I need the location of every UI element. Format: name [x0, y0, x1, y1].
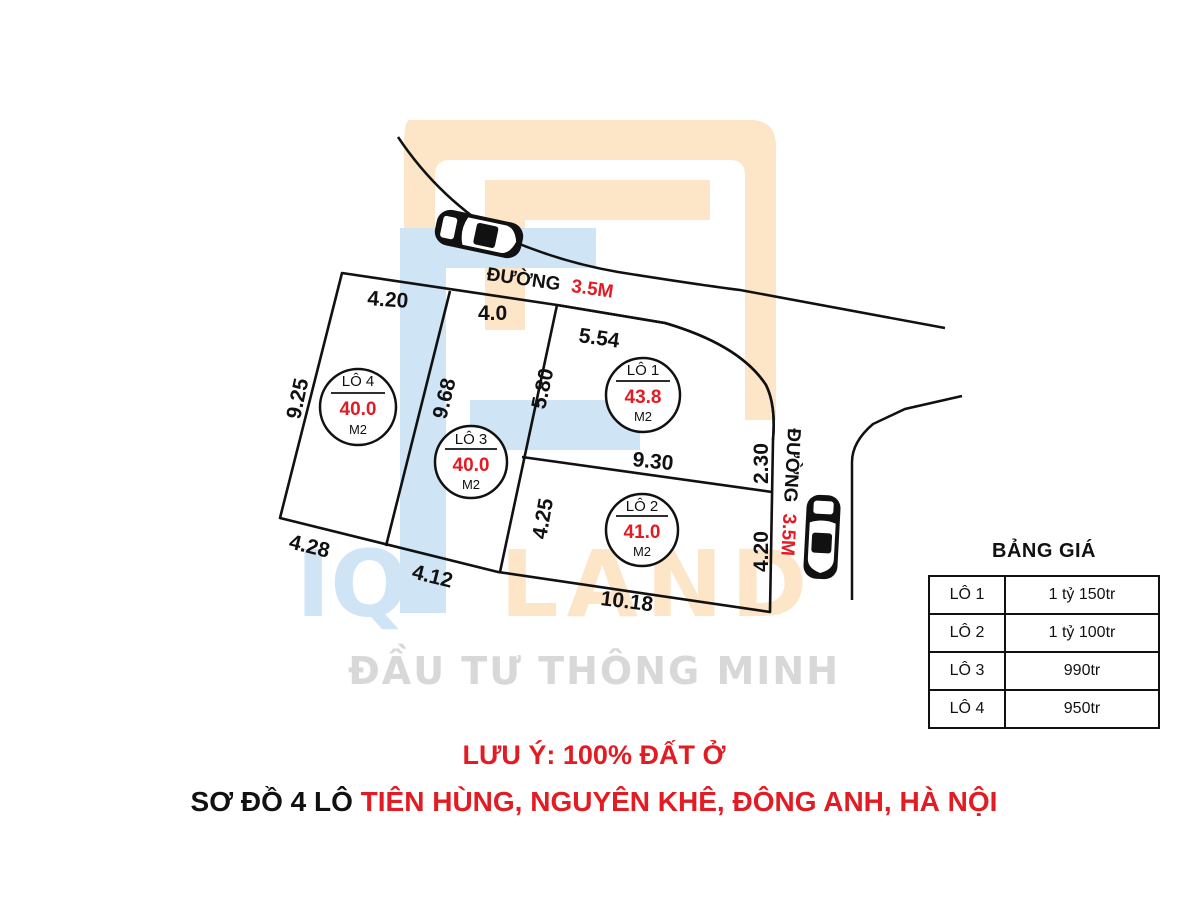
car-icon: [803, 494, 841, 580]
watermark-frame-orange: [404, 120, 776, 420]
dim-lot4-left: 9.25: [282, 376, 313, 421]
title-location: TIÊN HÙNG, NGUYÊN KHÊ, ĐÔNG ANH, HÀ NỘI: [360, 786, 998, 817]
price-value-cell: 990tr: [1004, 651, 1160, 691]
price-value-cell: 950tr: [1004, 689, 1160, 729]
dim-lot1-top: 5.54: [577, 324, 621, 353]
road-right-width: 3.5M: [776, 513, 799, 556]
price-value-cell: 1 tỷ 100tr: [1004, 613, 1160, 653]
table-row: LÔ 2 1 tỷ 100tr: [928, 613, 1160, 653]
table-row: LÔ 4 950tr: [928, 689, 1160, 729]
lot-badge-2: LÔ 2 41.0 M2: [604, 492, 680, 568]
lot-badge-3: LÔ 3 40.0 M2: [433, 424, 509, 500]
lot-4-unit: M2: [349, 422, 367, 437]
lot-1-unit: M2: [634, 409, 652, 424]
price-table-block: BẢNG GIÁ LÔ 1 1 tỷ 150tr LÔ 2 1 tỷ 100tr…: [928, 540, 1160, 729]
car-icon: [434, 209, 524, 259]
lot-1-name: LÔ 1: [627, 362, 660, 379]
lot-badge-1: LÔ 1 43.8 M2: [604, 356, 682, 434]
dim-lot2-right: 4.20: [750, 531, 773, 572]
road-top-upper-edge: [396, 136, 946, 330]
lot-3-unit: M2: [462, 477, 480, 492]
divider-lot3-lot1: [498, 304, 559, 573]
svg-text:ĐƯỜNG 3.5M: ĐƯỜNG 3.5M: [776, 428, 805, 557]
lot-3-area: 40.0: [453, 455, 490, 476]
land-use-note: LƯU Ý: 100% ĐẤT Ở: [462, 740, 726, 770]
lot-1-area: 43.8: [625, 387, 662, 408]
dim-lot4-top: 4.20: [367, 287, 409, 313]
lot-badge-4: LÔ 4 40.0 M2: [318, 367, 398, 447]
road-right-outer: [850, 394, 963, 600]
lot-4-name: LÔ 4: [342, 373, 375, 390]
table-row: LÔ 1 1 tỷ 150tr: [928, 575, 1160, 615]
price-lot-cell: LÔ 1: [928, 575, 1006, 615]
road-top-width: 3.5M: [570, 276, 615, 303]
dim-lot1-bottom: 9.30: [631, 448, 674, 475]
price-table-title: BẢNG GIÁ: [992, 540, 1096, 562]
lot-boundaries: [278, 271, 775, 614]
lot-2-name: LÔ 2: [626, 498, 659, 515]
dimension-labels: 4.20 4.0 5.54 9.25 9.68 5.80 2.30 9.30 4…: [282, 287, 773, 616]
table-row: LÔ 3 990tr: [928, 651, 1160, 691]
dim-lot3-top: 4.0: [478, 302, 507, 325]
lot-2-unit: M2: [633, 544, 651, 559]
road-right-label: ĐƯỜNG: [779, 428, 805, 503]
lot-3-name: LÔ 3: [455, 431, 488, 448]
divider-lot1-lot2: [521, 455, 773, 494]
price-lot-cell: LÔ 2: [928, 613, 1006, 653]
divider-lot4-lot3: [384, 290, 452, 547]
price-lot-cell: LÔ 4: [928, 689, 1006, 729]
watermark-iq: IQ: [296, 531, 408, 638]
price-value-cell: 1 tỷ 150tr: [1004, 575, 1160, 615]
road-label-right: ĐƯỜNG 3.5M: [776, 428, 805, 557]
price-lot-cell: LÔ 3: [928, 651, 1006, 691]
site-outline: [278, 271, 775, 614]
lot-2-area: 41.0: [624, 522, 661, 543]
price-table: LÔ 1 1 tỷ 150tr LÔ 2 1 tỷ 100tr LÔ 3 990…: [928, 575, 1160, 729]
page-title: SƠ ĐỒ 4 LÔ TIÊN HÙNG, NGUYÊN KHÊ, ĐÔNG A…: [0, 786, 1188, 818]
lot-4-area: 40.0: [340, 399, 377, 420]
watermark-tagline: ĐẦU TƯ THÔNG MINH: [348, 644, 840, 693]
dim-lot1-right: 2.30: [750, 443, 773, 484]
title-prefix: SƠ ĐỒ 4 LÔ: [190, 786, 353, 817]
